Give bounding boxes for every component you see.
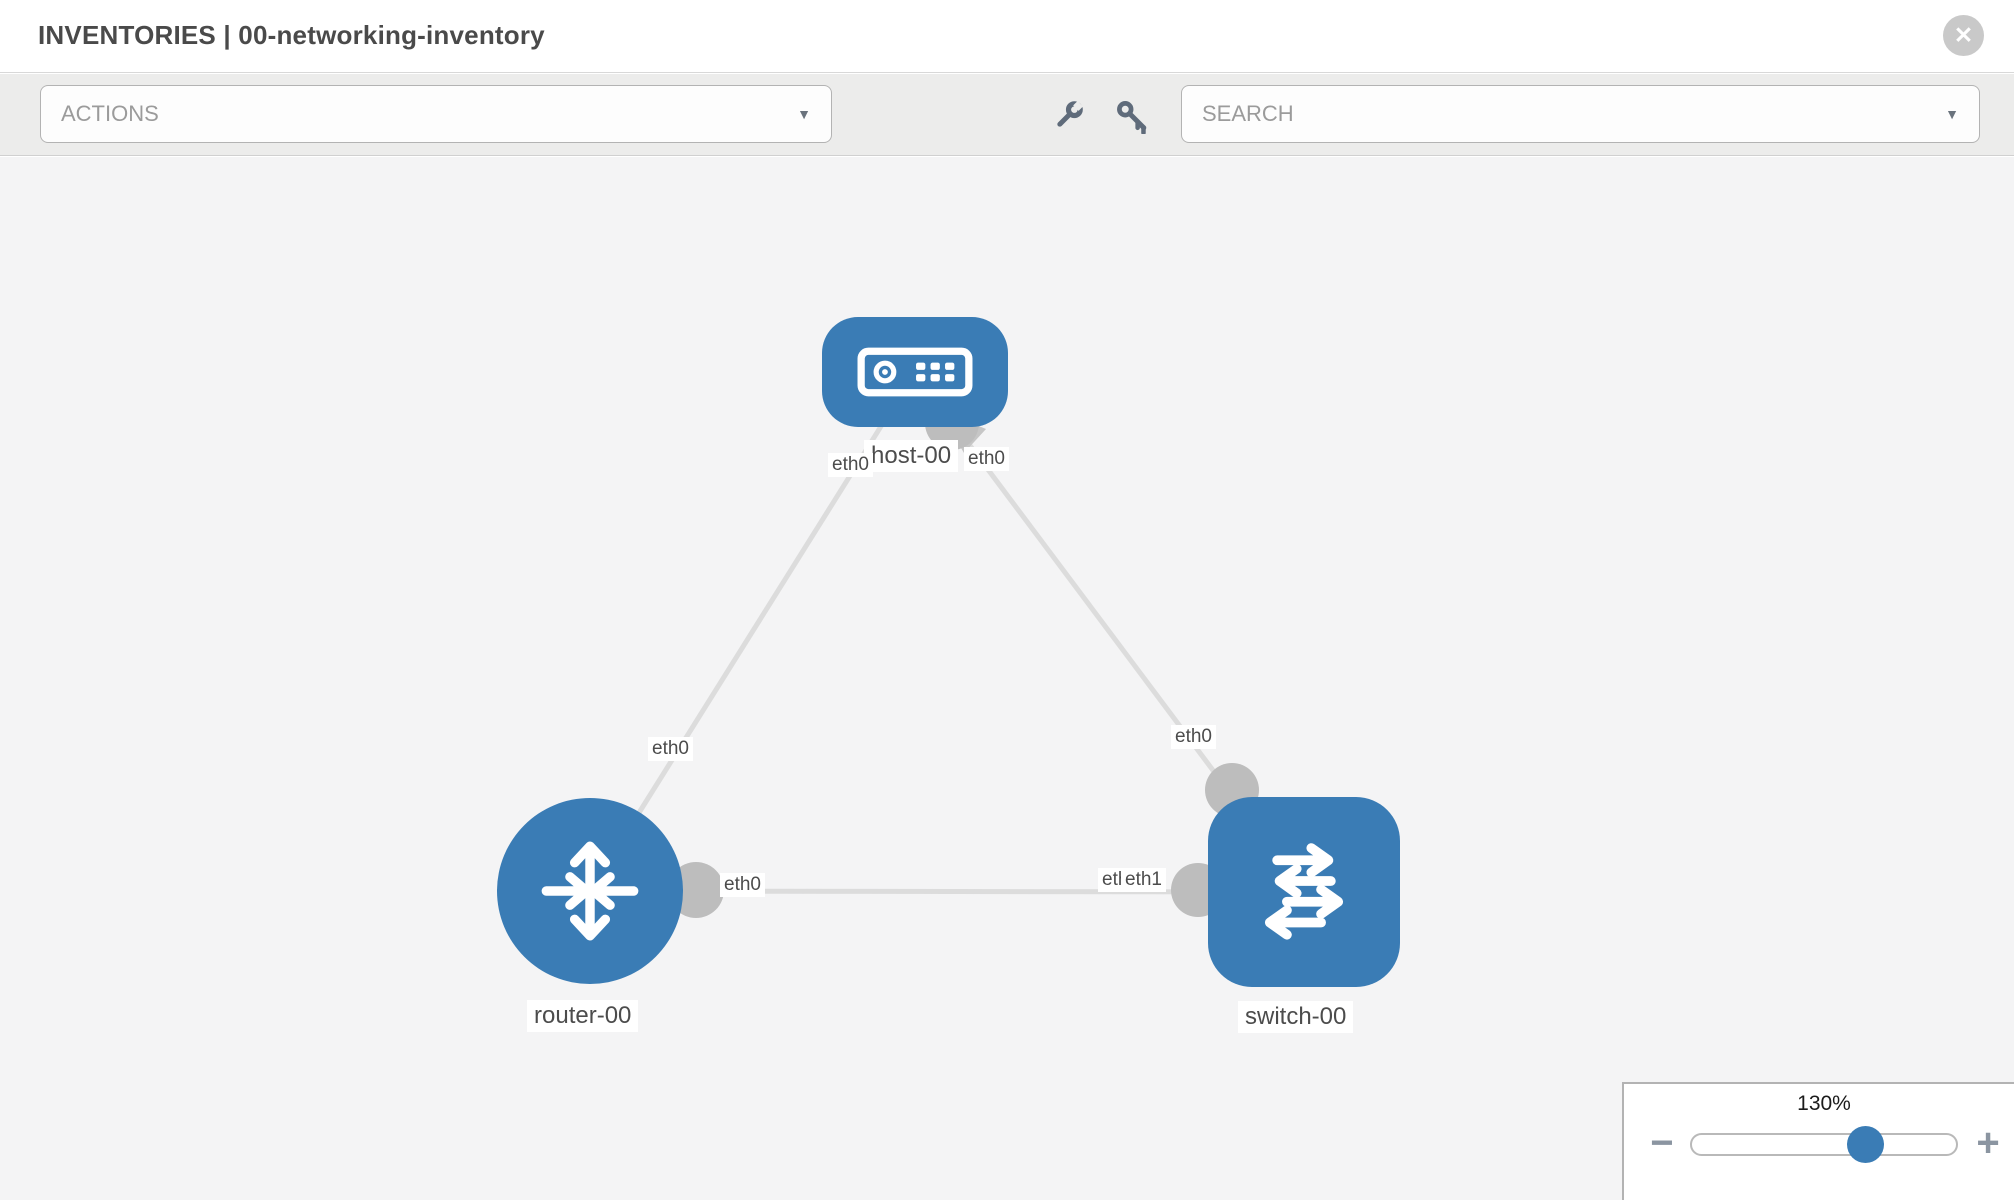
search-placeholder: SEARCH <box>1202 101 1294 126</box>
links-layer <box>587 370 1307 918</box>
actions-dropdown-label: ACTIONS <box>61 101 159 126</box>
router-icon <box>541 841 639 941</box>
page-title: INVENTORIES | 00-networking-inventory <box>38 20 545 50</box>
chevron-down-icon: ▼ <box>797 106 811 122</box>
zoom-panel: 130% − + <box>1622 1082 2014 1200</box>
actions-dropdown[interactable]: ACTIONS ▼ <box>40 85 832 143</box>
interface-label-switch-eth0-top: eth0 <box>1171 725 1216 749</box>
wrench-icon[interactable] <box>1050 98 1086 139</box>
interface-label-switch-eth1: eth1 <box>1121 868 1166 892</box>
close-icon[interactable]: ✕ <box>1943 15 1984 56</box>
chevron-down-icon: ▼ <box>1945 106 1959 122</box>
interface-label-link-mid-eth0: eth0 <box>648 737 693 761</box>
key-icon[interactable] <box>1114 98 1150 139</box>
node-router-00[interactable] <box>497 798 683 984</box>
interface-label-router-eth0: eth0 <box>720 873 765 897</box>
switch-icon <box>1264 843 1344 940</box>
zoom-slider-track[interactable] <box>1690 1126 1958 1163</box>
node-label-host-00: host-00 <box>864 440 959 472</box>
host-icon <box>857 347 973 397</box>
node-label-router-00: router-00 <box>527 1000 639 1032</box>
zoom-level-readout: 130% <box>1797 1092 1851 1115</box>
node-host-00[interactable] <box>822 317 1008 427</box>
interface-label-host-eth0-left: eth0 <box>828 453 873 477</box>
zoom-out-button[interactable]: − <box>1650 1121 1674 1165</box>
topology-canvas[interactable]: host-00 router-00 switch-00 eth0 eth0 et… <box>0 157 2014 1200</box>
zoom-in-button[interactable]: + <box>1976 1121 2000 1165</box>
interface-label-host-eth0-right: eth0 <box>964 447 1009 471</box>
toolbar: ACTIONS ▼ SEARCH ▼ <box>0 74 2014 156</box>
node-label-switch-00: switch-00 <box>1238 1001 1354 1033</box>
zoom-slider-thumb[interactable] <box>1847 1126 1884 1163</box>
header: INVENTORIES | 00-networking-inventory ✕ <box>0 0 2014 73</box>
node-switch-00[interactable] <box>1208 797 1400 987</box>
search-dropdown[interactable]: SEARCH ▼ <box>1181 85 1980 143</box>
